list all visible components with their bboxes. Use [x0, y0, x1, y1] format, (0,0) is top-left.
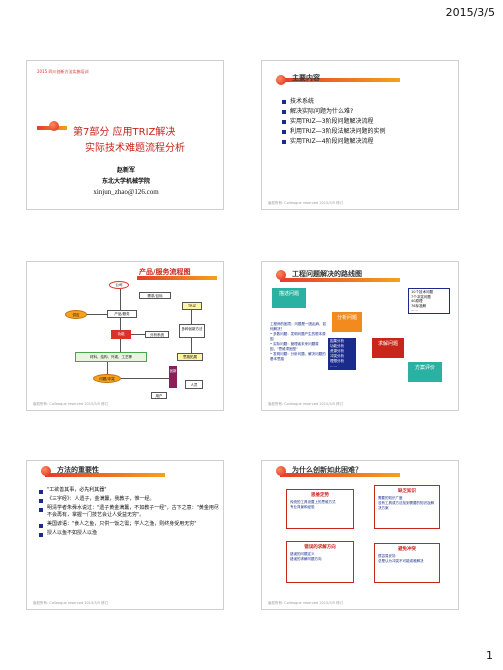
- flow-node-materials: 材料、结构、外观、工艺等: [75, 352, 147, 362]
- flow-edge: [120, 289, 121, 310]
- slide1-title-bullet: [49, 121, 59, 131]
- flow-edge: [120, 339, 121, 352]
- flow-node-product: 产品/服务: [107, 310, 137, 318]
- flow-node-function: 功能: [111, 330, 131, 339]
- page-date: 2015/3/5: [445, 6, 495, 19]
- difficulty-card-direction: 错误的求解方向 错误的问题定义 错误的求解问题方向: [286, 541, 354, 583]
- slide-footer: 版权所有: Colleague reserved 2015/3/5 修订: [33, 601, 109, 605]
- slide3-header-bar: [137, 276, 217, 280]
- list-item: 《三字经》：人遗子，金满籯，我教子，惟一经。: [39, 496, 219, 503]
- flow-node-user: 用户: [151, 392, 167, 399]
- roadmap-step-analyze: 分析问题: [332, 312, 362, 332]
- flow-edge: [107, 362, 108, 374]
- flow-node-triz: TRIZ: [182, 302, 202, 310]
- list-item: 明清学者朱舜水说过："遗子黄金满籯，不如教子一经"，古下之意："黄金用尽不会再有…: [39, 505, 219, 519]
- slide5-header-dot: [41, 466, 51, 476]
- slide-5-importance: 方法的重要性 "工欲善其事，必先利其器" 《三字经》：人遗子，金满籯，我教子，惟…: [26, 460, 224, 610]
- flow-node-people: 人员: [185, 380, 203, 389]
- slide1-title-line2: 实际技术难题流程分析: [85, 143, 185, 154]
- list-item: 美国谚语："食人之鱼，只供一饭之需；学人之渔，则终身受用无穷": [39, 521, 219, 528]
- card-title: 思维定势: [311, 493, 329, 498]
- slide-6-difficulty: 为什么创新如此困难？ 思维定势 传统的工具设置上的思维方式 专业背景和经验 缺乏…: [261, 460, 459, 610]
- slide2-title: 主要内容: [292, 74, 320, 82]
- slide-2-contents: 主要内容 技术系统 解决实际问题为什么难? 实用TRIZ—3阶段问题解决流程 利…: [261, 60, 459, 210]
- slide-footer: 版权所有: Colleague reserved 2015/3/5 修订: [268, 201, 344, 205]
- card-item: 传统的工具设置上的思维方式: [290, 500, 336, 504]
- slide1-email: xinjun_zhao@126.com: [93, 188, 159, 196]
- slide5-list: "工欲善其事，必先利其器" 《三字经》：人遗子，金满籯，我教子，惟一经。 明清学…: [39, 487, 219, 537]
- slide6-header-bar: [280, 473, 400, 477]
- flow-edge: [131, 334, 145, 335]
- slide6-header-dot: [276, 466, 286, 476]
- card-item: 错误的问题定义: [290, 552, 315, 556]
- slide2-header-bar: [280, 78, 400, 82]
- slide3-title: 产品/服务流程图: [139, 268, 191, 276]
- flow-node-analysis: 分析系统: [145, 331, 169, 338]
- flow-node-expand: 思路拓展: [177, 353, 203, 361]
- flow-node-supply: 供应: [65, 310, 87, 319]
- difficulty-card-conflict: 避免冲突 很容易妥协 总是认为冲突不可能或难解决: [374, 543, 440, 583]
- flow-node-company: 公司: [109, 281, 129, 289]
- difficulty-card-mindset: 思维定势 传统的工具设置上的思维方式 专业背景和经验: [286, 489, 354, 529]
- flow-edge: [191, 338, 192, 353]
- flow-edge: [191, 310, 192, 324]
- roadmap-step-solve: 求解问题: [372, 338, 404, 358]
- card-title: 避免冲突: [398, 547, 416, 552]
- card-item: 总是认为冲突不可能或难解决: [378, 559, 424, 563]
- slide1-org: 东北大学机械学院: [101, 178, 150, 185]
- slide-3-flowchart: 产品/服务流程图 公司 需求/目标 TRIZ 供应 产品/服务 功能 分析系统 …: [26, 261, 224, 411]
- page-number: 1: [486, 649, 493, 662]
- slide-1-title: 2015 四川创新方法实施培训 第7部分 应用TRIZ解决 实际技术难题流程分析…: [26, 60, 224, 210]
- slide-footer: 版权所有: Colleague reserved 2015/3/5 修订: [268, 601, 344, 605]
- roadmap-left-note: 工程师的困境：问题是一团乱麻，如何解决？ • 多数问题：发明问题产生的根本原因 …: [270, 322, 326, 361]
- flow-node-problem: 问题/冲突: [93, 374, 121, 383]
- slide-footer: 版权所有: Colleague reserved 2015/3/5 修订: [268, 402, 344, 406]
- card-item: 专业背景和经验: [290, 505, 315, 509]
- slide5-header-bar: [45, 473, 165, 477]
- card-item: 错误的求解问题方向: [290, 557, 322, 561]
- roadmap-mid-note: 因果分析 功能分析 资源分析 冲突分析 理想分析 ……: [328, 338, 356, 370]
- roadmap-right-note: 10个技术问题 7个冲突问题 40原理 76标准解 ……: [408, 288, 450, 314]
- list-item: 授人以鱼不如授人以渔: [39, 530, 219, 537]
- card-title: 缺乏知识: [398, 489, 416, 494]
- slide6-title: 为什么创新如此困难？: [292, 466, 362, 474]
- list-item: 利用TRIZ—3阶段法解决问题的实例: [282, 127, 386, 137]
- slide-4-roadmap: 工程问题解决的路线图 描述问题 分析问题 求解问题 方案评价 10个技术问题 7…: [261, 261, 459, 411]
- list-item: 技术系统: [282, 97, 386, 107]
- difficulty-card-knowledge: 缺乏知识 需要的知识广度 没有工具或方法找到需要的知识及解决方案: [374, 485, 440, 529]
- roadmap-step-evaluate: 方案评价: [408, 362, 442, 382]
- slide1-topline: 2015 四川创新方法实施培训: [37, 69, 89, 74]
- list-item: 实用TRIZ—3阶段问题解决流程: [282, 117, 386, 127]
- flow-edge: [87, 314, 107, 315]
- slide4-header-bar: [280, 278, 400, 282]
- flow-node-demand: 需求/目标: [139, 292, 171, 299]
- list-item: "工欲善其事，必先利其器": [39, 487, 219, 494]
- roadmap-step-describe: 描述问题: [272, 288, 306, 308]
- slide4-header-dot: [276, 270, 286, 280]
- card-title: 错误的求解方向: [304, 545, 336, 550]
- card-item: 很容易妥协: [378, 554, 396, 558]
- flow-edge: [120, 318, 121, 330]
- card-item: 需要的知识广度: [378, 496, 403, 500]
- slide1-author: 赵新军: [116, 167, 135, 174]
- slide2-header-dot: [276, 75, 286, 85]
- slide5-title: 方法的重要性: [57, 466, 99, 474]
- list-item: 实用TRIZ—4阶段问题解决流程: [282, 137, 386, 147]
- card-item: 没有工具或方法找到需要的知识及解决方案: [378, 501, 434, 510]
- slide2-list: 技术系统 解决实际问题为什么难? 实用TRIZ—3阶段问题解决流程 利用TRIZ…: [282, 97, 386, 147]
- list-item: 解决实际问题为什么难?: [282, 107, 386, 117]
- flow-node-innovation: 创新: [169, 366, 177, 388]
- slide4-title: 工程问题解决的路线图: [292, 270, 362, 278]
- slide1-title-line1: 第7部分 应用TRIZ解决: [73, 127, 176, 138]
- flow-edge: [121, 378, 169, 379]
- flow-node-methods: 多种创新方法: [179, 324, 205, 338]
- slide-footer: 版权所有: Colleague reserved 2015/3/5 修订: [33, 402, 109, 406]
